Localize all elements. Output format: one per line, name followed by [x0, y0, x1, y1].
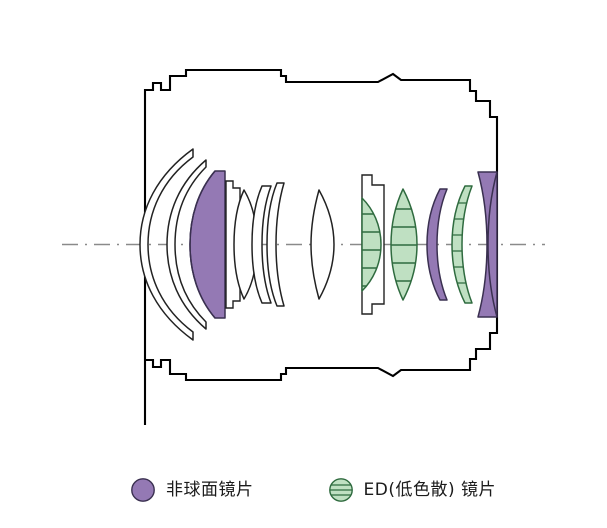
- lens-element-8-ed: [361, 197, 382, 292]
- lens-element-10-aspherical: [426, 188, 448, 301]
- lens-element-3-aspherical: [189, 170, 226, 319]
- legend-item-ed: ED(低色散) 镜片: [328, 477, 497, 503]
- ed-swatch-circle-icon: [328, 478, 353, 502]
- lens-element-7-biconvex: [310, 189, 335, 300]
- lens-element-6-meniscus: [266, 182, 285, 307]
- lens-element-11-ed: [451, 185, 473, 304]
- lens-element-1-front-meniscus: [139, 148, 194, 341]
- legend-label-aspherical: 非球面镜片: [166, 479, 254, 500]
- legend-label-ed: ED(低色散) 镜片: [363, 479, 496, 500]
- lens-diagram-svg: [62, 68, 545, 425]
- lens-cross-section: [62, 68, 545, 425]
- legend: 非球面镜片 ED(低色散) 镜片: [0, 462, 607, 518]
- lens-element-5-meniscus: [251, 185, 272, 304]
- lens-element-12-aspherical: [477, 171, 498, 318]
- lens-element-2-meniscus: [166, 159, 207, 330]
- legend-item-aspherical: 非球面镜片: [130, 477, 254, 503]
- aspherical-swatch-circle-icon: [131, 478, 155, 502]
- lens-element-9-ed: [390, 188, 418, 301]
